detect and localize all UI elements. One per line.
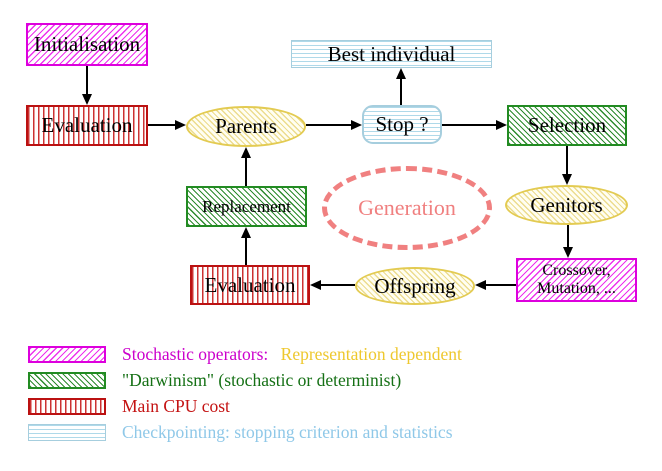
arrow-parents-stop-head	[351, 120, 362, 130]
node-genitors: Genitors	[505, 185, 628, 225]
arrow-replacement-parents-head	[241, 147, 251, 158]
node-parents: Parents	[186, 106, 306, 147]
legend-swatch-stochastic	[28, 346, 106, 363]
arrow-eval-replacement-head	[241, 227, 251, 238]
legend-label-checkpointing: Checkpointing: stopping criterion and st…	[122, 422, 453, 442]
arrow-stop-selection-head	[496, 120, 507, 130]
legend-swatch-cpu	[28, 398, 106, 415]
arrow-offspring-eval-head	[310, 280, 321, 290]
arrow-crossover-offspring-head	[475, 280, 486, 290]
node-replacement: Replacement	[186, 186, 307, 227]
arrow-eval-replacement-line	[245, 238, 247, 265]
crossover-line2: Mutation, ...	[537, 280, 616, 297]
arrow-eval-parents-head	[175, 120, 186, 130]
arrow-stop-best-line	[400, 79, 402, 105]
legend-label-cpu: Main CPU cost	[122, 396, 230, 416]
node-stop: Stop ?	[362, 105, 442, 144]
arrow-genitors-crossover-line	[567, 225, 569, 247]
node-crossover-mutation: Crossover, Mutation, ...	[516, 258, 637, 302]
arrow-selection-genitors-head	[562, 174, 572, 185]
legend-label-darwinism: "Darwinism" (stochastic or determinist)	[122, 370, 402, 390]
arrow-stop-best-head	[396, 68, 406, 79]
legend-representation-text: Representation dependent	[280, 344, 462, 364]
legend-swatch-checkpointing	[28, 424, 106, 441]
arrow-init-eval-head	[82, 94, 92, 105]
arrow-crossover-offspring-line	[486, 284, 516, 286]
legend-swatch-darwinism	[28, 372, 106, 389]
node-evaluation-top: Evaluation	[26, 105, 148, 146]
node-selection: Selection	[507, 105, 627, 146]
legend-stochastic-text: Stochastic operators:	[122, 344, 269, 364]
node-evaluation-bottom: Evaluation	[190, 265, 310, 305]
arrow-offspring-eval-line	[321, 284, 355, 286]
node-best-individual: Best individual	[291, 40, 492, 68]
arrow-replacement-parents-line	[245, 158, 247, 186]
crossover-line1: Crossover,	[542, 261, 611, 279]
generation-dashed-ellipse: Generation	[322, 166, 492, 250]
arrow-stop-selection-line	[442, 124, 496, 126]
arrow-parents-stop-line	[306, 124, 351, 126]
arrow-eval-parents-line	[148, 124, 175, 126]
arrow-init-eval-line	[86, 66, 88, 94]
node-offspring: Offspring	[355, 267, 475, 305]
arrow-selection-genitors-line	[566, 146, 568, 174]
legend-label-stochastic: Stochastic operators: Representation dep…	[122, 344, 462, 365]
node-initialisation: Initialisation	[26, 23, 148, 66]
arrow-genitors-crossover-head	[563, 247, 573, 258]
